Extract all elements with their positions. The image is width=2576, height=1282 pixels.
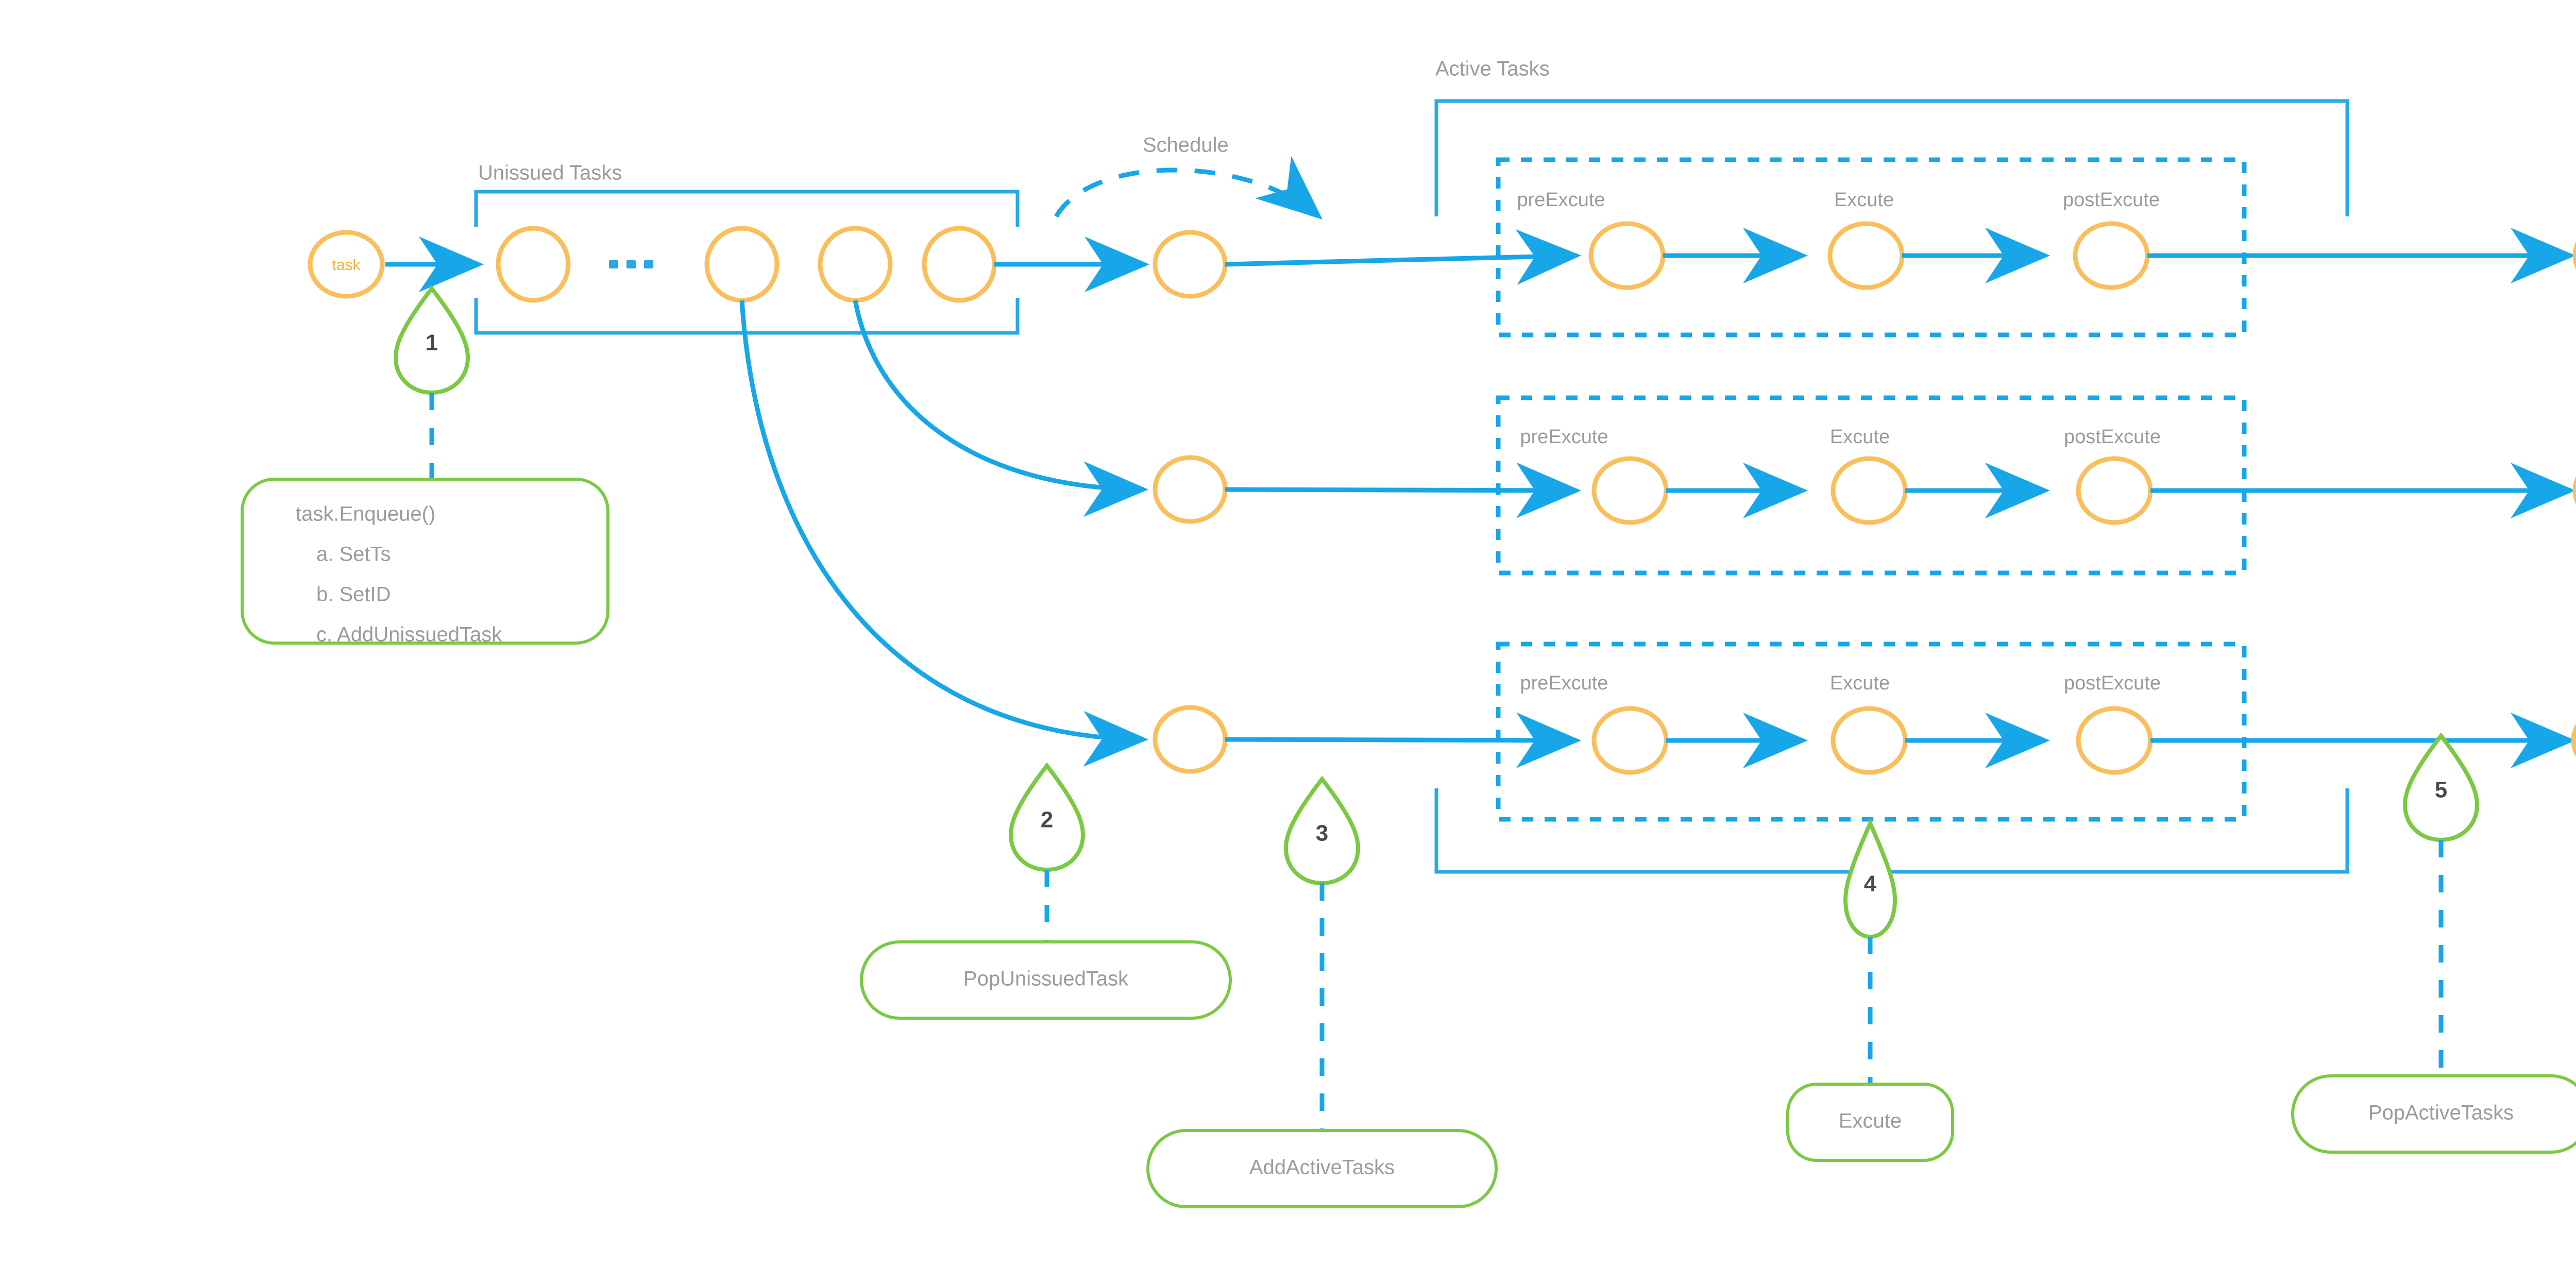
callout-enqueue-item-a: a. SetTs: [316, 543, 391, 566]
unissued-node-3[interactable]: [818, 226, 893, 303]
row-3-exit-node[interactable]: [2571, 706, 2576, 774]
row-2-exec-node[interactable]: [1831, 456, 1908, 525]
row-3-pre-label: preExcute: [1520, 672, 1608, 694]
row-2-post-node[interactable]: [2076, 456, 2153, 525]
marker-3[interactable]: 3: [1283, 775, 1361, 886]
active-row-2: preExcute Excute postExcute: [1153, 395, 2576, 576]
flow-curve-to-row2: [853, 300, 1148, 517]
callout-excute-label: Excute: [1839, 1110, 1902, 1133]
flow-row1-entry-to-pre: [1225, 229, 1581, 285]
row-1-post-label: postExcute: [2063, 189, 2160, 211]
row-3-pre-node[interactable]: [1591, 706, 1669, 775]
callout-enqueue-box: [241, 478, 609, 645]
row-3-post-node[interactable]: [2076, 706, 2153, 775]
row-1-post-node[interactable]: [2073, 221, 2150, 290]
source-task-node[interactable]: task: [308, 230, 385, 299]
row-2-exec-label: Excute: [1830, 426, 1890, 448]
row-1-exec-label: Excute: [1834, 189, 1894, 211]
callout-enqueue-item-b: b. SetID: [316, 583, 391, 606]
row-3-entry-node[interactable]: [1153, 705, 1228, 774]
row-2-entry-node[interactable]: [1153, 455, 1228, 524]
group-label-unissued-tasks: Unissued Tasks: [478, 162, 622, 184]
callout-pop-unissued-label: PopUnissuedTask: [963, 968, 1129, 990]
unissued-node-2[interactable]: [704, 226, 779, 303]
group-label-active-tasks: Active Tasks: [1435, 58, 1550, 80]
callout-enqueue-item-c: c. AddUnissuedTask: [316, 623, 502, 646]
schedule-dashed-arc: [1054, 156, 1323, 220]
active-row-3: preExcute Excute postExcute: [1153, 642, 2576, 822]
callout-pop-unissued-box: [860, 940, 1232, 1020]
callout-pop-active-box: [2291, 1074, 2576, 1154]
row-3-exec-node[interactable]: [1831, 706, 1908, 775]
marker-1-number: 1: [426, 330, 438, 356]
row-3-post-label: postExcute: [2064, 672, 2161, 694]
callout-add-active-box: [1146, 1129, 1498, 1208]
flow-curve-to-row3: [739, 300, 1148, 767]
row-2-pre-node[interactable]: [1591, 456, 1669, 525]
active-row-1: preExcute Excute postExcute: [1153, 157, 2576, 338]
row-1-dashed-box: [1496, 157, 2247, 338]
marker-4[interactable]: 4: [1843, 818, 1897, 939]
callout-pop-unissued[interactable]: PopUnissuedTask: [860, 940, 1232, 1020]
source-task-label: task: [332, 257, 361, 274]
group-label-schedule: Schedule: [1143, 134, 1229, 157]
marker-3-number: 3: [1316, 821, 1328, 846]
unissued-node-4[interactable]: [922, 226, 997, 303]
row-1-pre-node[interactable]: [1588, 221, 1666, 290]
unissued-queue-nodes: [496, 226, 997, 303]
row-2-dashed-box: [1496, 395, 2247, 576]
row-2-post-label: postExcute: [2064, 426, 2161, 448]
callout-pop-active-label: PopActiveTasks: [2368, 1102, 2514, 1124]
row-1-pre-label: preExcute: [1517, 189, 1605, 211]
callout-excute-box: [1786, 1083, 1954, 1162]
queue-ellipsis-icon: [609, 260, 653, 268]
marker-1[interactable]: 1: [393, 285, 470, 395]
marker-4-number: 4: [1864, 871, 1877, 897]
marker-5[interactable]: 5: [2402, 732, 2480, 842]
flow-row3-entry-to-pre: [1225, 712, 1581, 768]
unissued-node-1[interactable]: [496, 226, 571, 303]
marker-5-number: 5: [2435, 778, 2447, 803]
marker-2-number: 2: [1041, 807, 1053, 833]
callout-enqueue[interactable]: task.Enqueue() a. SetTs b. SetID c. AddU…: [241, 478, 609, 646]
active-tasks-bracket: [1434, 99, 2349, 874]
row-3-dashed-box: [1496, 642, 2247, 822]
callout-enqueue-title: task.Enqueue(): [296, 503, 435, 526]
row-1-exec-node[interactable]: [1827, 221, 1905, 290]
row-3-exec-label: Excute: [1830, 672, 1890, 694]
flow-row2-entry-to-pre: [1225, 462, 1581, 518]
callout-pop-active[interactable]: PopActiveTasks: [2291, 1074, 2576, 1154]
callout-add-active[interactable]: AddActiveTasks: [1146, 1129, 1498, 1208]
marker-2[interactable]: 2: [1008, 762, 1086, 872]
row-1-entry-node[interactable]: [1153, 230, 1228, 299]
callout-excute[interactable]: Excute: [1786, 1083, 1954, 1162]
callout-add-active-label: AddActiveTasks: [1249, 1156, 1395, 1179]
row-2-pre-label: preExcute: [1520, 426, 1608, 448]
